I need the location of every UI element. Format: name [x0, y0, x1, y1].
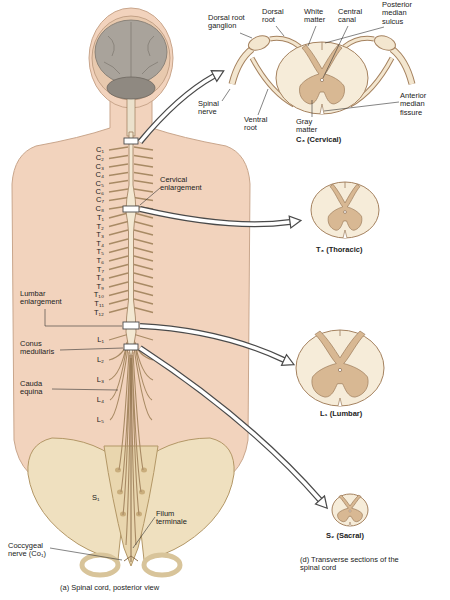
part-label: Filum terminale [156, 510, 196, 527]
arrow-head [289, 216, 301, 228]
pointer-arrow [140, 209, 290, 224]
median-sulcus [345, 182, 346, 188]
pointer-arrow [140, 209, 290, 224]
section-label: S₂ (Sacral) [326, 532, 364, 540]
level-label: L₁ [84, 336, 104, 344]
level-label: T₇ [84, 266, 104, 274]
part-label: Spinal nerve [198, 100, 230, 117]
head [89, 8, 173, 108]
level-label: L₄ [84, 396, 104, 404]
level-label: L₅ [84, 416, 104, 424]
level-label: L₃ [84, 376, 104, 384]
skull-opening [92, 16, 170, 100]
median-fissure [338, 398, 342, 406]
level-label: T₆ [84, 257, 104, 265]
brain [95, 20, 167, 84]
arrow-head [282, 355, 295, 366]
level-label: T₁₂ [84, 309, 104, 317]
level-label: T₃ [84, 231, 104, 239]
level-label: C₂ [84, 154, 104, 162]
figure-caption: (a) Spinal cord, posterior view [60, 584, 159, 592]
pointer-arrow [140, 326, 284, 360]
gray-matter [299, 45, 344, 104]
level-label: C₁ [84, 146, 104, 154]
section-label: T₃ (Thoracic) [316, 246, 362, 254]
level-label: T₈ [84, 274, 104, 282]
spinal-nerves-right [134, 147, 153, 313]
median-fissure [320, 104, 324, 114]
part-label: Central canal [338, 8, 368, 25]
gray-matter [312, 331, 368, 397]
white-matter [311, 182, 379, 238]
part-label: Conus medullaris [20, 340, 60, 357]
white-matter [296, 330, 384, 406]
figure-caption: (d) Transverse sections of the spinal co… [300, 556, 410, 573]
pointer-arrow [140, 326, 284, 360]
white-matter [332, 494, 368, 526]
part-label: Cervical enlargement [160, 176, 210, 193]
part-label: Anterior median fissure [400, 92, 444, 117]
brain-gyri [104, 22, 158, 82]
section-label: C₃ (Cervical) [296, 136, 341, 144]
pointer-arrow [140, 348, 320, 500]
arrow-head [316, 496, 328, 508]
pubis-left [82, 555, 118, 575]
level-label: T₁₀ [84, 291, 104, 299]
part-label: Cauda equina [20, 380, 52, 397]
dorsal-root-ganglion [372, 33, 397, 53]
dorsal-root-ganglion [246, 33, 271, 53]
level-band [124, 344, 138, 350]
part-label: Gray matter [296, 118, 326, 135]
gray-matter [328, 184, 362, 230]
leader-lines [45, 26, 399, 560]
median-fissure [343, 230, 347, 238]
median-sulcus [322, 42, 323, 50]
central-canal [320, 78, 323, 81]
pubis-right [144, 555, 180, 575]
level-label: T₄ [84, 240, 104, 248]
section-label: L₁ (Lumbar) [320, 410, 362, 418]
part-label: Coccygeal nerve (Co₁) [8, 542, 56, 559]
level-label: T₉ [84, 283, 104, 291]
level-band [123, 206, 139, 212]
pointer-arrow [140, 348, 320, 500]
level-band [123, 322, 139, 329]
median-fissure [349, 522, 351, 526]
central-canal [349, 510, 351, 512]
part-label: Lumbar enlargement [20, 290, 70, 307]
level-label: C₃ [84, 163, 104, 171]
part-label: Dorsal root [262, 8, 292, 25]
gray-matter [338, 495, 363, 522]
level-label: T₂ [84, 223, 104, 231]
level-label: S₁ [92, 494, 100, 502]
filum-terminale [124, 358, 138, 562]
part-label: Dorsal root ganglion [208, 14, 254, 31]
part-label: Posterior median sulcus [382, 1, 426, 26]
white-matter [276, 42, 368, 114]
central-canal [338, 368, 341, 371]
spinal-nerves-left [109, 147, 128, 313]
part-label: White matter [304, 8, 334, 25]
part-label: Ventral root [244, 116, 274, 133]
level-label: C₆ [84, 188, 104, 196]
median-sulcus [340, 330, 341, 336]
level-label: L₂ [84, 356, 104, 364]
level-label: C₅ [84, 180, 104, 188]
arrow-head [211, 71, 224, 82]
level-label: T₁ [84, 214, 104, 222]
cerebellum [107, 77, 155, 99]
level-band [124, 138, 138, 144]
level-label: T₅ [84, 248, 104, 256]
level-label: C₈ [84, 205, 104, 213]
level-label: C₄ [84, 171, 104, 179]
level-label: T₁₁ [84, 300, 104, 308]
level-label: C₇ [84, 196, 104, 204]
central-canal [344, 211, 347, 214]
